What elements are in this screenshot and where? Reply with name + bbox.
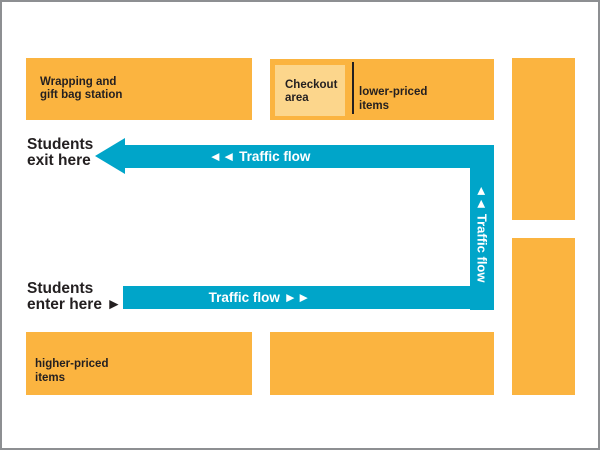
checkout-divider-line — [352, 62, 354, 114]
traffic-flow-right-label: Traffic flow ►► — [208, 290, 311, 305]
traffic-flow-left-arrowhead-icon — [95, 138, 125, 174]
traffic-flow-up-label: ◄◄ Traffic flow — [474, 184, 490, 283]
traffic-flow-bottom-segment: Traffic flow ►► — [123, 286, 494, 309]
box-checkout-shelf: Checkout area lower-priced items — [270, 59, 494, 120]
higher-priced-label: higher-priced items — [35, 358, 109, 384]
traffic-flow-top-segment: ◄◄ Traffic flow — [125, 145, 494, 168]
checkout-area-label: Checkout area — [285, 78, 338, 105]
students-exit-label: Students exit here — [27, 136, 94, 169]
box-right-shelf-bottom — [512, 238, 575, 395]
box-higher-priced: higher-priced items — [26, 332, 252, 395]
wrapping-station-label: Wrapping and gift bag station — [40, 75, 123, 102]
box-checkout-area: Checkout area — [275, 65, 345, 116]
students-enter-label: Students enter here ► — [27, 280, 122, 313]
traffic-flow-right-segment: ◄◄ Traffic flow — [470, 145, 494, 310]
box-bottom-middle-shelf — [270, 332, 494, 395]
traffic-flow-left-label: ◄◄ Traffic flow — [208, 149, 311, 164]
lower-priced-label: lower-priced items — [359, 86, 428, 112]
box-right-shelf-top — [512, 58, 575, 220]
box-wrapping-station: Wrapping and gift bag station — [26, 58, 252, 120]
